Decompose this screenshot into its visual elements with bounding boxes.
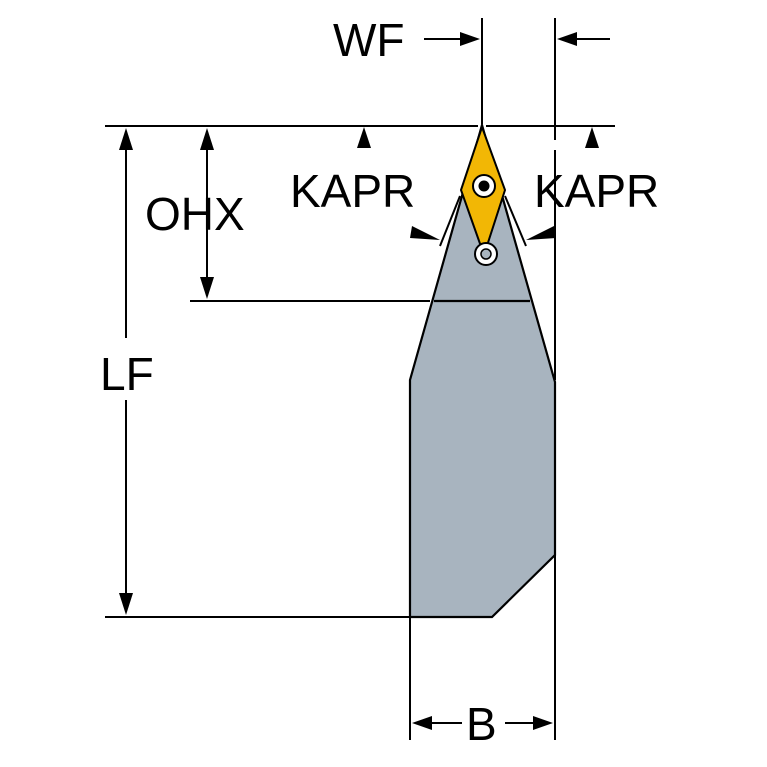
kapr-left-marker xyxy=(357,127,371,148)
kapr-right-angle-arrow xyxy=(526,226,556,240)
kapr-right-marker xyxy=(585,127,599,148)
insert-screw-inner xyxy=(478,180,490,192)
ohx-arrow-top xyxy=(200,128,214,150)
wf-label: WF xyxy=(333,14,405,66)
b-label: B xyxy=(466,698,497,750)
lf-arrow-bottom xyxy=(119,593,133,615)
kapr-left-label: KAPR xyxy=(290,165,415,217)
wf-arrow-left-head xyxy=(460,32,480,46)
tool-holder-body xyxy=(408,120,557,619)
kapr-right-label: KAPR xyxy=(534,165,659,217)
ohx-arrow-bottom xyxy=(200,277,214,299)
kapr-right-angle-line xyxy=(504,195,527,247)
b-arrow-left xyxy=(412,716,432,730)
kapr-left-angle-line xyxy=(439,195,461,247)
lf-label: LF xyxy=(100,348,154,400)
b-arrow-right xyxy=(533,716,553,730)
clamp-pin-center xyxy=(480,248,492,260)
wf-arrow-right-head xyxy=(557,32,577,46)
kapr-left-angle-arrow xyxy=(410,226,440,240)
ohx-label: OHX xyxy=(145,188,245,240)
lf-arrow-top xyxy=(119,128,133,150)
